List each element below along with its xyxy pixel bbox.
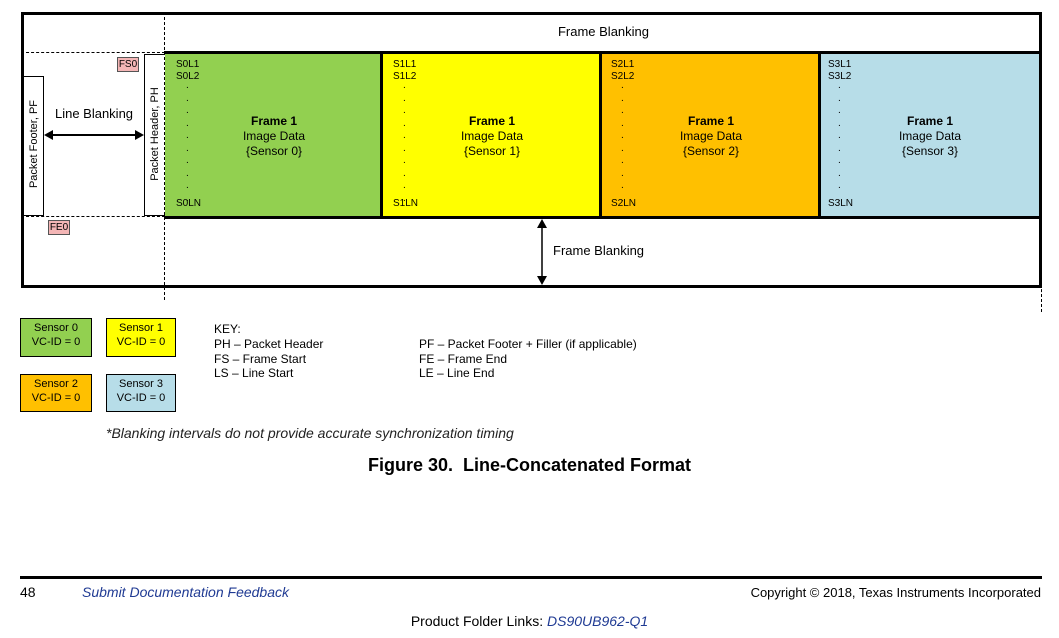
sensor0-lineN: S0LN — [176, 198, 202, 209]
dashed-guide-right — [1041, 50, 1042, 312]
sensor3-lineN: S3LN — [828, 198, 854, 209]
sensor1-lineN: S1LN — [393, 198, 419, 209]
sensor2-line2: S2L2 — [611, 71, 635, 82]
frame-blanking-arrow — [537, 219, 547, 285]
key-title: KEY: — [214, 322, 241, 336]
dashed-guide-vertical — [164, 12, 165, 300]
legend-sensor3: Sensor 3 VC-ID = 0 — [106, 374, 176, 412]
frame-blanking-bottom-label: Frame Blanking — [553, 243, 645, 258]
key-left: PH – Packet Header FS – Frame Start LS –… — [214, 337, 324, 380]
fe0-tag: FE0 — [48, 220, 70, 235]
dashed-guide-bottom — [21, 216, 165, 217]
packet-footer-label: Packet Footer, PF — [28, 99, 40, 189]
line-blanking-arrow — [44, 130, 144, 140]
line-blanking-label: Line Blanking — [54, 106, 134, 121]
sensor2-frame: Frame 1 — [687, 114, 735, 128]
sensor3-label: Frame 1 Image Data {Sensor 3} — [876, 114, 984, 159]
sensor3-line2: S3L2 — [828, 71, 852, 82]
legend-sensor1-name: Sensor 1 — [118, 322, 164, 334]
outer-frame — [21, 12, 1042, 288]
sensor0-line1: S0L1 — [176, 59, 200, 70]
sensor2-line1: S2L1 — [611, 59, 635, 70]
sensor0-label: Frame 1 Image Data {Sensor 0} — [220, 114, 328, 159]
sensor3-name: {Sensor 3} — [901, 144, 959, 158]
figure-caption: Figure 30. Line-Concatenated Format — [367, 455, 692, 475]
legend-sensor2-name: Sensor 2 — [33, 378, 79, 390]
sensor0-line2: S0L2 — [176, 71, 200, 82]
product-folder-label: Product Folder Links: — [410, 613, 544, 629]
top-blanking-divider — [164, 51, 1042, 54]
sensor1-block: S1L1 S1L2 . . . . . . . . . . S1LN Frame… — [383, 54, 602, 216]
feedback-link[interactable]: Submit Documentation Feedback — [82, 584, 289, 600]
bottom-blanking-divider — [164, 216, 1042, 219]
sensor0-name: {Sensor 0} — [245, 144, 303, 158]
legend-sensor3-vc: VC-ID = 0 — [116, 392, 166, 404]
sensor0-block: S0L1 S0L2 . . . . . . . . . . S0LN Frame… — [165, 54, 383, 216]
sensor3-frame: Frame 1 — [906, 114, 954, 128]
packet-header-box — [144, 54, 165, 216]
sensor1-data: Image Data — [460, 129, 524, 143]
sensor3-dots: . . . . . . . . . . — [838, 80, 841, 204]
legend-sensor2-vc: VC-ID = 0 — [31, 392, 81, 404]
legend-sensor1-vc: VC-ID = 0 — [116, 336, 166, 348]
legend-sensor0: Sensor 0 VC-ID = 0 — [20, 318, 92, 357]
legend-sensor2: Sensor 2 VC-ID = 0 — [20, 374, 92, 412]
sensor3-block: S3L1 S3L2 . . . . . . . . . . S3LN Frame… — [821, 54, 1039, 216]
sensor0-dots: . . . . . . . . . . — [186, 80, 189, 204]
sensor0-frame: Frame 1 — [250, 114, 298, 128]
page-number: 48 — [20, 584, 36, 600]
sensor2-dots: . . . . . . . . . . — [621, 80, 624, 204]
sensor1-dots: . . . . . . . . . . — [403, 80, 406, 204]
dashed-guide-top — [21, 52, 165, 53]
sensor2-data: Image Data — [679, 129, 743, 143]
sensor2-label: Frame 1 Image Data {Sensor 2} — [657, 114, 765, 159]
packet-header-label: Packet Header, PH — [149, 87, 161, 181]
sensor1-line1: S1L1 — [393, 59, 417, 70]
legend-sensor0-name: Sensor 0 — [33, 322, 79, 334]
copyright: Copyright © 2018, Texas Instruments Inco… — [750, 585, 1041, 600]
sensor1-line2: S1L2 — [393, 71, 417, 82]
key-right: PF – Packet Footer + Filler (if applicab… — [419, 337, 637, 380]
fs0-tag: FS0 — [117, 57, 139, 72]
sensor1-label: Frame 1 Image Data {Sensor 1} — [438, 114, 546, 159]
sensor1-frame: Frame 1 — [468, 114, 516, 128]
blanking-note: *Blanking intervals do not provide accur… — [106, 425, 514, 441]
footer-rule — [20, 576, 1042, 579]
sensor2-name: {Sensor 2} — [682, 144, 740, 158]
sensor2-block: S2L1 S2L2 . . . . . . . . . . S2LN Frame… — [602, 54, 821, 216]
legend-sensor1: Sensor 1 VC-ID = 0 — [106, 318, 176, 357]
product-folder: Product Folder Links: DS90UB962-Q1 — [0, 613, 1059, 629]
frame-blanking-top-label: Frame Blanking — [557, 24, 650, 39]
sensor0-data: Image Data — [242, 129, 306, 143]
sensor2-lineN: S2LN — [611, 198, 637, 209]
sensor3-line1: S3L1 — [828, 59, 852, 70]
sensor1-name: {Sensor 1} — [463, 144, 521, 158]
packet-footer-box — [24, 76, 44, 216]
product-folder-link[interactable]: DS90UB962-Q1 — [547, 613, 649, 629]
legend-sensor0-vc: VC-ID = 0 — [31, 336, 81, 348]
sensor3-data: Image Data — [898, 129, 962, 143]
legend-sensor3-name: Sensor 3 — [118, 378, 164, 390]
